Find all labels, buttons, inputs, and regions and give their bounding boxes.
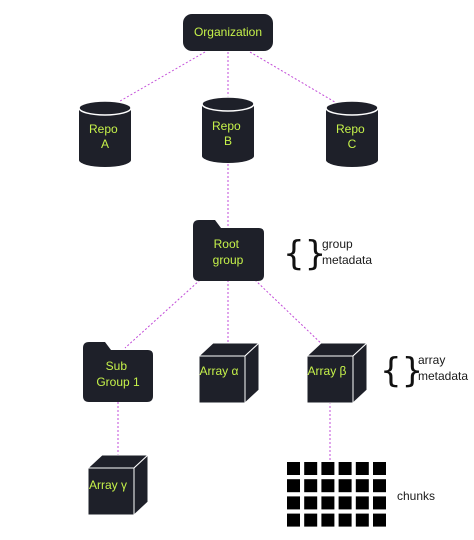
- connector-root-array-beta: [254, 279, 327, 349]
- chunk-square: [304, 496, 318, 510]
- array-beta-node[interactable]: Array β: [305, 341, 369, 405]
- root-group-label-line2: group: [213, 253, 244, 267]
- repo-c-node[interactable]: Repo C: [325, 100, 379, 167]
- root-group-node[interactable]: Root group: [193, 220, 264, 281]
- folder-icon: [193, 220, 264, 281]
- organization-label: Organization: [194, 25, 262, 39]
- chunks-label: chunks: [397, 489, 435, 503]
- folder-icon: [83, 342, 153, 402]
- chunk-square: [355, 496, 369, 510]
- repo-a-label-line2: A: [101, 137, 109, 151]
- svg-text:Repo C: Repo C: [336, 122, 368, 151]
- array-beta-label: Array β: [308, 364, 347, 378]
- svg-text:Repo A: Repo A: [89, 122, 121, 151]
- chunk-square: [373, 513, 386, 527]
- svg-text:Sub Group 1: Sub Group 1: [96, 359, 140, 389]
- database-cylinder-icon: [325, 100, 379, 167]
- chunk-square: [287, 479, 300, 493]
- chunk-square: [304, 513, 318, 527]
- curly-braces-icon: {}: [380, 351, 423, 391]
- chunk-square: [304, 462, 318, 475]
- group-metadata-label-line2: metadata: [322, 253, 372, 267]
- chunk-square: [287, 496, 300, 510]
- array-alpha-label: Array α: [200, 364, 239, 378]
- chunk-square: [321, 479, 335, 493]
- chunk-square: [321, 513, 335, 527]
- repo-a-label-line1: Repo: [89, 122, 118, 136]
- chunk-square: [287, 462, 300, 475]
- sub-group-node[interactable]: Sub Group 1: [83, 342, 153, 402]
- chunk-square: [355, 479, 369, 493]
- connector-org-repo-c: [249, 51, 346, 109]
- repo-c-label-line2: C: [348, 137, 357, 151]
- chunk-square: [338, 479, 352, 493]
- database-cylinder-icon: [78, 100, 132, 167]
- group-metadata-label-line1: group: [322, 237, 353, 251]
- chunk-square: [338, 462, 352, 475]
- chunk-square: [355, 462, 369, 475]
- chunk-square: [373, 462, 386, 475]
- array-metadata-label-line2: metadata: [418, 369, 468, 383]
- repo-b-label-line1: Repo: [212, 119, 241, 133]
- chunk-square: [321, 496, 335, 510]
- array-metadata-annotation: {} array metadata: [380, 351, 468, 391]
- chunk-square: [287, 513, 300, 527]
- chunk-square: [321, 462, 335, 475]
- organization-node[interactable]: Organization: [183, 14, 273, 51]
- root-group-label-line1: Root: [214, 237, 240, 251]
- sub-group-label-line1: Sub: [106, 359, 128, 373]
- array-alpha-node[interactable]: Array α: [197, 341, 261, 405]
- chunks-grid: [287, 462, 386, 527]
- svg-text:Root group: Root group: [213, 237, 244, 267]
- svg-text:Repo B: Repo B: [212, 119, 244, 148]
- group-metadata-annotation: {} group metadata: [283, 234, 372, 274]
- chunk-square: [355, 513, 369, 527]
- chunk-square: [338, 496, 352, 510]
- connectors: [107, 51, 346, 460]
- cube-icon: [305, 341, 369, 405]
- cube-icon: [197, 341, 261, 405]
- array-metadata-label-line1: array: [418, 353, 445, 367]
- repo-a-node[interactable]: Repo A: [78, 100, 132, 167]
- repo-c-label-line1: Repo: [336, 122, 365, 136]
- database-cylinder-icon: [201, 96, 255, 163]
- chunk-square: [304, 479, 318, 493]
- connector-root-subgroup: [124, 279, 201, 349]
- curly-braces-icon: {}: [283, 234, 326, 274]
- connector-org-repo-a: [107, 51, 206, 109]
- chunk-square: [373, 479, 386, 493]
- array-gamma-node[interactable]: Array γ: [86, 453, 150, 517]
- svg-text:array metadata: array metadata: [418, 353, 468, 383]
- cube-icon: [86, 453, 150, 517]
- repo-b-label-line2: B: [224, 134, 232, 148]
- array-gamma-label: Array γ: [89, 478, 127, 492]
- svg-text:group metadata: group metadata: [322, 237, 372, 267]
- sub-group-label-line2: Group 1: [96, 375, 140, 389]
- chunk-square: [338, 513, 352, 527]
- repo-b-node[interactable]: Repo B: [201, 96, 255, 163]
- chunk-square: [373, 496, 386, 510]
